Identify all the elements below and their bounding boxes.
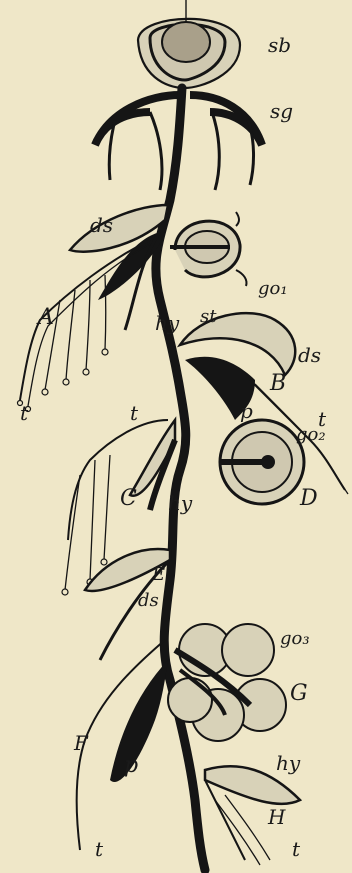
- label-t-a: t: [20, 401, 29, 425]
- label-p-b: p: [240, 399, 253, 423]
- label-f: F: [73, 731, 89, 755]
- label-c: C: [120, 486, 137, 511]
- label-go1: go₁: [258, 278, 288, 299]
- label-t-f: t: [95, 837, 104, 861]
- label-b: B: [269, 371, 286, 396]
- label-ds-e: ds: [138, 590, 159, 611]
- label-sg: sg: [270, 99, 293, 123]
- label-p-f: p: [124, 753, 138, 778]
- label-sb: sb: [268, 33, 291, 57]
- label-hy-c: hy: [168, 491, 193, 515]
- label-e: E: [151, 564, 165, 585]
- label-ds-b: ds: [298, 343, 321, 367]
- label-go3: go₃: [280, 628, 310, 649]
- label-d: D: [299, 486, 318, 511]
- label-hy-h: hy: [276, 751, 301, 775]
- label-t-h: t: [292, 837, 301, 861]
- label-st: st: [200, 306, 217, 327]
- label-ds-a: ds: [90, 213, 113, 237]
- label-hy-a: hy: [155, 311, 180, 335]
- label-g: G: [290, 681, 308, 706]
- label-go2: go₂: [296, 424, 326, 445]
- gonophore-2: [220, 420, 304, 504]
- label-a: A: [36, 305, 54, 330]
- label-h: H: [267, 805, 286, 829]
- label-t-c: t: [130, 401, 139, 425]
